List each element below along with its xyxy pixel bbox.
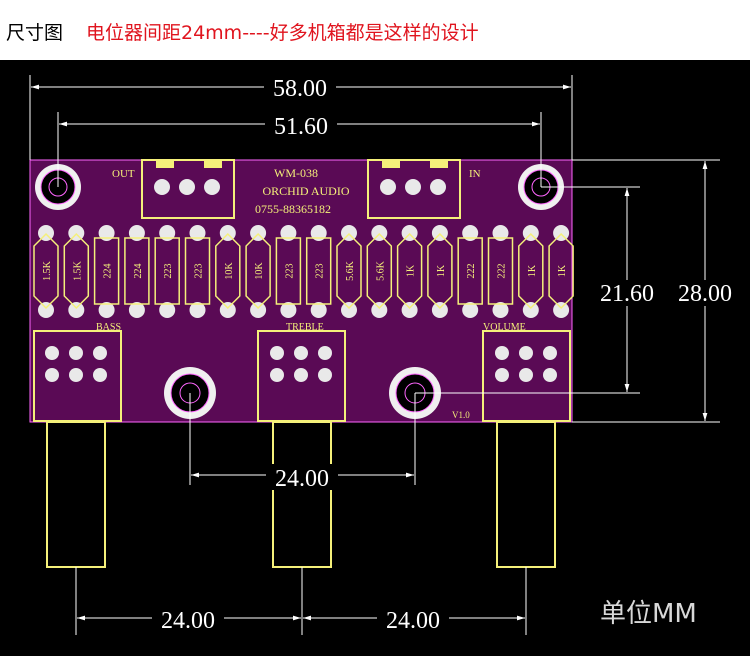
- component-capacitor: 224: [93, 225, 120, 318]
- pot-bass: [33, 330, 122, 568]
- dim-hole-spacing-width: 51.60: [274, 114, 328, 140]
- dimension-drawing: OUT IN WM-038 ORCHID AUDIO 0755-88365182…: [29, 74, 746, 635]
- component-resistor: 10K: [245, 225, 271, 318]
- header-note: 电位器间距24mm----好多机箱都是这样的设计: [86, 22, 479, 44]
- component-label: 10K: [224, 262, 235, 280]
- component-resistor: 1.5K: [33, 225, 59, 318]
- model-label: WM-038: [274, 166, 318, 180]
- dim-pot-spacing-left: 24.00: [161, 608, 215, 634]
- component-label: 1K: [527, 264, 538, 277]
- pot-label-bass: BASS: [96, 322, 121, 333]
- component-capacitor: 223: [184, 225, 211, 318]
- component-resistor: 1K: [548, 225, 574, 318]
- component-resistor: 10K: [215, 225, 241, 318]
- component-label: 222: [466, 264, 477, 279]
- dim-overall-height: 28.00: [678, 281, 732, 307]
- dim-hole-to-hole-bottom: 24.00: [275, 466, 329, 492]
- dimension-pot-spacing: [75, 567, 527, 635]
- brand-label: ORCHID AUDIO: [263, 184, 350, 198]
- component-label: 223: [163, 264, 174, 279]
- component-resistor: 5.6K: [336, 225, 362, 318]
- component-resistor: 1K: [518, 225, 544, 318]
- dim-hole-spacing-height: 21.60: [600, 281, 654, 307]
- header-label: 尺寸图: [6, 22, 64, 44]
- component-label: 1.5K: [42, 260, 53, 281]
- component-label: 223: [194, 264, 205, 279]
- component-label: 1K: [406, 264, 417, 277]
- in-label: IN: [469, 168, 481, 180]
- component-label: 224: [103, 264, 114, 279]
- component-label: 5.6K: [375, 260, 386, 281]
- connector-in: [367, 159, 461, 219]
- component-capacitor: 224: [124, 225, 150, 318]
- component-label: 5.6K: [345, 260, 356, 281]
- component-resistor: 1K: [396, 225, 423, 318]
- out-label: OUT: [112, 168, 135, 180]
- phone-label: 0755-88365182: [255, 202, 331, 216]
- component-resistor: 1K: [427, 225, 453, 318]
- component-capacitor: 222: [487, 225, 514, 318]
- component-capacitor: 223: [154, 225, 180, 318]
- component-label: 224: [133, 264, 144, 279]
- component-label: 1.5K: [72, 260, 83, 281]
- component-resistor: 5.6K: [366, 225, 393, 318]
- component-label: 223: [315, 264, 326, 279]
- dim-overall-width: 58.00: [273, 76, 327, 102]
- component-capacitor: 222: [457, 225, 483, 318]
- pot-label-treble: TREBLE: [286, 322, 324, 333]
- pot-label-volume: VOLUME: [483, 322, 526, 333]
- component-label: 1K: [557, 264, 568, 277]
- unit-label: 单位MM: [600, 599, 697, 629]
- version-label: V1.0: [452, 410, 470, 420]
- pot-volume: [482, 330, 571, 568]
- connector-out: [141, 159, 235, 219]
- component-resistor: 1.5K: [63, 225, 90, 318]
- component-label: 1K: [436, 264, 447, 277]
- component-capacitor: 223: [275, 225, 302, 318]
- component-label: 223: [284, 264, 295, 279]
- component-label: 10K: [254, 262, 265, 280]
- dim-pot-spacing-right: 24.00: [386, 608, 440, 634]
- component-label: 222: [497, 264, 508, 279]
- header-bar: 尺寸图 电位器间距24mm----好多机箱都是这样的设计: [0, 0, 750, 60]
- component-row: 1.5K 1.5K 224 224 223 223 10K 10K 223 223 5.6K 5.6K…: [33, 225, 574, 318]
- component-capacitor: 223: [305, 225, 332, 318]
